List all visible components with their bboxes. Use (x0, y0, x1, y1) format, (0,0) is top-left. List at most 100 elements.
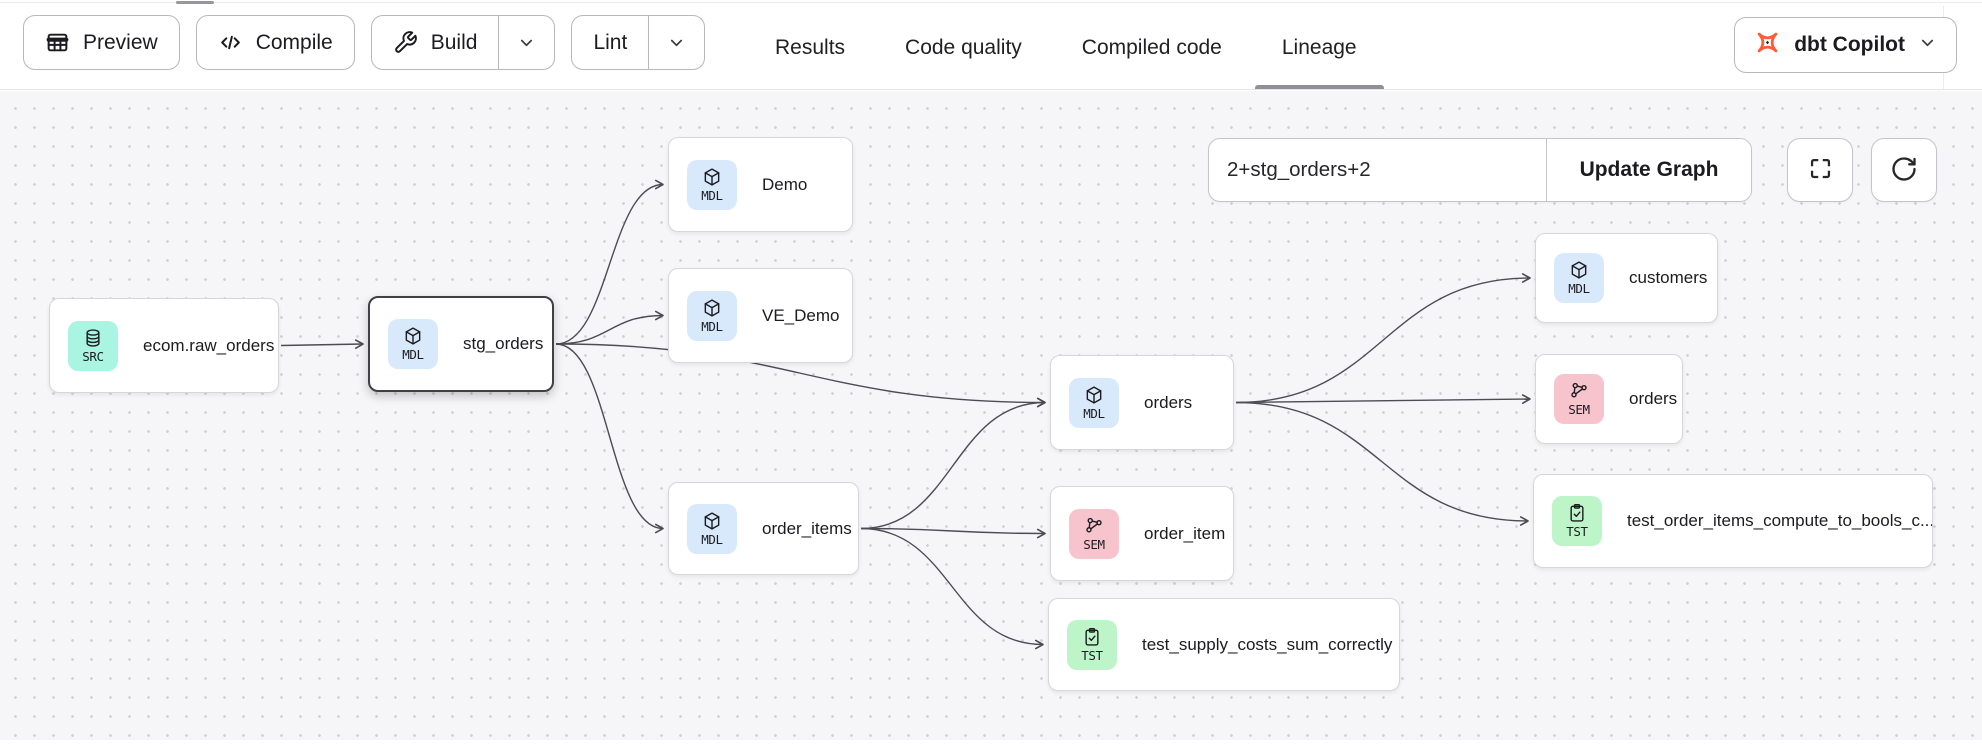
cube-icon (403, 326, 423, 346)
build-dropdown-button[interactable] (498, 16, 554, 69)
edge-ecom_raw_orders-to-stg_orders (281, 344, 363, 346)
node-label: orders (1144, 393, 1204, 413)
database-icon (83, 328, 103, 348)
tab-code-quality[interactable]: Code quality (905, 6, 1022, 89)
node-label: order_items (762, 519, 858, 539)
compile-button[interactable]: Compile (196, 15, 355, 70)
lint-button-label: Lint (593, 31, 627, 55)
node-label: stg_orders (463, 334, 552, 354)
refresh-icon (1890, 155, 1918, 186)
node-type-badge: SRC (68, 321, 118, 371)
dbt-copilot-button[interactable]: dbt Copilot (1734, 17, 1957, 73)
node-type-label: MDL (1568, 281, 1589, 296)
code-icon (218, 30, 243, 55)
node-label: order_item (1144, 524, 1233, 544)
lineage-node-customers[interactable]: MDL customers (1535, 233, 1718, 323)
lineage-node-test_supply[interactable]: TST test_supply_costs_sum_correctly (1048, 598, 1400, 691)
node-type-label: SEM (1083, 537, 1104, 552)
node-type-label: MDL (1083, 406, 1104, 421)
lineage-node-orders_model[interactable]: MDL orders (1050, 355, 1234, 450)
fullscreen-button[interactable] (1787, 138, 1853, 202)
edge-orders_model-to-customers (1236, 278, 1530, 403)
lint-split-button: Lint (571, 15, 705, 70)
lineage-node-order_item[interactable]: SEM order_item (1050, 486, 1234, 581)
refresh-button[interactable] (1871, 138, 1937, 202)
lineage-node-demo[interactable]: MDL Demo (668, 137, 853, 232)
lint-button[interactable]: Lint (572, 16, 648, 69)
node-label: test_supply_costs_sum_correctly (1142, 635, 1399, 655)
toolbar: Preview Compile Build (0, 6, 1982, 90)
lineage-node-order_items[interactable]: MDL order_items (668, 482, 859, 575)
edge-order_items-to-orders_model (861, 403, 1045, 529)
results-tabbar: Results Code quality Compiled code Linea… (775, 6, 1357, 89)
cube-icon (702, 298, 722, 318)
node-type-badge: TST (1067, 620, 1117, 670)
semantic-graph-icon (1084, 516, 1104, 536)
edge-order_items-to-test_supply (861, 529, 1043, 645)
top-edge-tab-mark (176, 1, 214, 4)
table-icon (45, 30, 70, 55)
cube-icon (1569, 260, 1589, 280)
node-type-label: TST (1566, 524, 1587, 539)
node-type-label: SRC (82, 349, 103, 364)
node-type-label: TST (1081, 648, 1102, 663)
node-label: VE_Demo (762, 306, 851, 326)
dbt-copilot-label: dbt Copilot (1794, 33, 1905, 57)
edge-orders_model-to-orders_semantic (1236, 399, 1530, 403)
node-type-label: MDL (402, 347, 423, 362)
edge-stg_orders-to-order_items (556, 344, 663, 529)
copilot-sparkle-icon (1754, 29, 1781, 62)
node-type-badge: SEM (1554, 374, 1604, 424)
wrench-icon (393, 30, 418, 55)
lineage-node-test_order_items[interactable]: TST test_order_items_compute_to_bools_c..… (1533, 474, 1933, 568)
tab-lineage[interactable]: Lineage (1282, 6, 1357, 89)
top-edge-strip (0, 0, 1982, 6)
node-type-badge: MDL (1554, 253, 1604, 303)
update-graph-button[interactable]: Update Graph (1546, 139, 1751, 201)
node-type-badge: TST (1552, 496, 1602, 546)
build-button[interactable]: Build (372, 16, 499, 69)
preview-button[interactable]: Preview (23, 15, 180, 70)
compile-button-label: Compile (256, 31, 333, 55)
node-label: ecom.raw_orders (143, 336, 278, 356)
build-button-label: Build (431, 31, 478, 55)
node-selector-group: Update Graph (1208, 138, 1752, 202)
build-split-button: Build (371, 15, 556, 70)
node-type-label: MDL (701, 319, 722, 334)
chevron-down-icon (517, 33, 536, 52)
maximize-icon (1807, 155, 1834, 185)
node-type-label: MDL (701, 532, 722, 547)
lineage-node-stg_orders[interactable]: MDL stg_orders (368, 296, 554, 392)
chevron-down-icon (667, 33, 686, 52)
lineage-node-orders_semantic[interactable]: SEM orders (1535, 354, 1683, 444)
preview-button-label: Preview (83, 31, 158, 55)
node-type-badge: MDL (1069, 378, 1119, 428)
test-clipboard-icon (1082, 627, 1102, 647)
node-type-label: MDL (701, 188, 722, 203)
tab-compiled-code[interactable]: Compiled code (1082, 6, 1222, 89)
node-label: orders (1629, 389, 1682, 409)
node-label: Demo (762, 175, 819, 195)
chevron-down-icon (1918, 33, 1937, 58)
lineage-canvas[interactable]: SRCecom.raw_ordersMDLstg_ordersMDLDemoMD… (0, 91, 1982, 740)
edge-stg_orders-to-ve_demo (556, 316, 663, 345)
node-label: test_order_items_compute_to_bools_c... (1627, 511, 1932, 531)
lint-dropdown-button[interactable] (648, 16, 704, 69)
semantic-graph-icon (1569, 381, 1589, 401)
node-type-badge: MDL (388, 319, 438, 369)
cube-icon (702, 167, 722, 187)
node-type-badge: SEM (1069, 509, 1119, 559)
lineage-node-ve_demo[interactable]: MDL VE_Demo (668, 268, 853, 363)
edge-stg_orders-to-demo (556, 185, 663, 345)
tab-results[interactable]: Results (775, 6, 845, 89)
cube-icon (1084, 385, 1104, 405)
node-type-badge: MDL (687, 160, 737, 210)
node-type-label: SEM (1568, 402, 1589, 417)
test-clipboard-icon (1567, 503, 1587, 523)
node-type-badge: MDL (687, 504, 737, 554)
node-label: customers (1629, 268, 1717, 288)
lineage-node-ecom_raw_orders[interactable]: SRC ecom.raw_orders (49, 298, 279, 393)
node-selector-input[interactable] (1209, 139, 1546, 201)
edge-orders_model-to-test_order_items (1236, 403, 1528, 522)
node-type-badge: MDL (687, 291, 737, 341)
